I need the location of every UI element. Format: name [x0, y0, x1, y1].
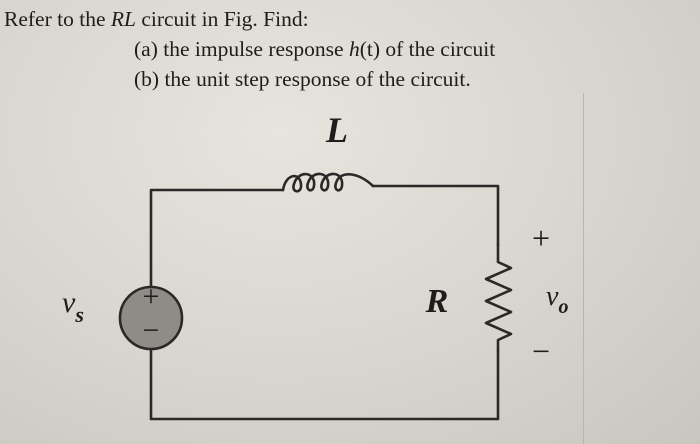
bottom-wire — [149, 347, 500, 421]
output-voltage-symbol: v — [546, 281, 559, 312]
page-fold-line — [583, 93, 584, 444]
top-left-wire — [149, 188, 285, 289]
output-voltage-subscript: o — [558, 296, 568, 318]
source-voltage-label: vs — [62, 286, 84, 327]
output-minus-sign: − — [532, 333, 550, 369]
source-voltage-symbol: v — [62, 286, 76, 319]
problem-part-b: (b) the unit step response of the circui… — [134, 67, 471, 91]
inductor-coil — [281, 172, 375, 193]
output-voltage-label: vo — [546, 281, 568, 318]
resistor-label: R — [425, 283, 449, 320]
inductor-label: L — [325, 110, 348, 150]
voltage-source: + − — [118, 280, 184, 351]
problem-statement: Refer to the RL circuit in Fig. Find: (a… — [4, 4, 495, 94]
source-minus-sign: − — [143, 314, 160, 347]
problem-part-a: (a) the impulse response h(t) of the cir… — [134, 37, 496, 61]
source-plus-sign: + — [143, 280, 160, 313]
resistor-zigzag — [484, 243, 513, 352]
output-plus-sign: + — [532, 220, 550, 256]
top-right-wire — [371, 184, 500, 247]
problem-intro: Refer to the RL circuit in Fig. Find: — [4, 7, 309, 31]
source-voltage-subscript: s — [74, 302, 84, 327]
